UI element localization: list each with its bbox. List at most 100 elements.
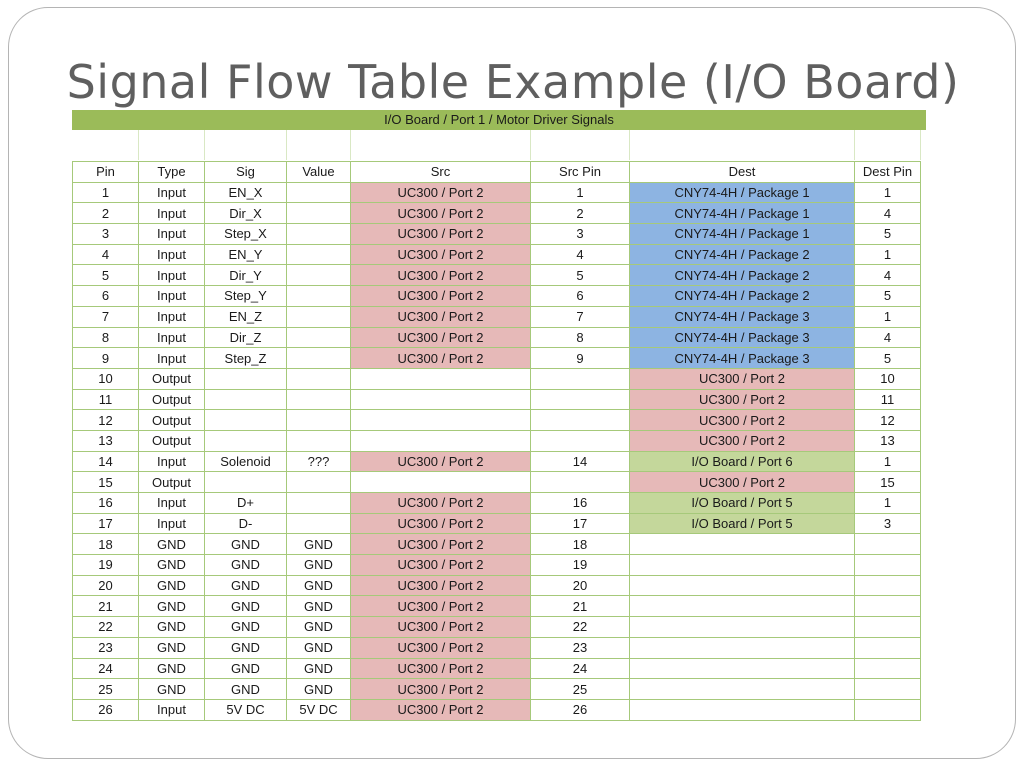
cell-type: Input <box>138 285 205 307</box>
cell-pin: 25 <box>72 678 139 700</box>
cell-pin: 10 <box>72 367 139 390</box>
cell-src: UC300 / Port 2 <box>350 595 531 618</box>
cell-value <box>286 305 351 328</box>
cell-type: Input <box>138 305 205 328</box>
cell-value: GND <box>286 616 351 638</box>
cell-pin: 17 <box>72 512 139 535</box>
cell-src-pin: 26 <box>530 698 630 721</box>
cell-src: UC300 / Port 2 <box>350 512 531 535</box>
header-value: Value <box>286 161 351 183</box>
cell-value <box>286 367 351 390</box>
cell-value: GND <box>286 533 351 556</box>
cell-dest-pin <box>854 657 921 680</box>
cell-src-pin: 6 <box>530 285 630 307</box>
cell-type: GND <box>138 657 205 680</box>
cell-value <box>286 471 351 493</box>
cell-pin: 24 <box>72 657 139 680</box>
cell-src: UC300 / Port 2 <box>350 533 531 556</box>
cell-pin: 12 <box>72 409 139 431</box>
cell-pin: 7 <box>72 305 139 328</box>
cell-sig: Step_Z <box>204 347 287 369</box>
cell-src: UC300 / Port 2 <box>350 678 531 700</box>
cell-pin: 11 <box>72 388 139 411</box>
cell-src-pin: 2 <box>530 202 630 225</box>
cell-src-pin: 19 <box>530 554 630 576</box>
cell-dest: UC300 / Port 2 <box>629 471 855 493</box>
slide-title: Signal Flow Table Example (I/O Board) <box>66 55 960 109</box>
cell-dest: CNY74-4H / Package 1 <box>629 202 855 225</box>
cell-value <box>286 202 351 225</box>
cell-src-pin <box>530 367 630 390</box>
cell-pin: 18 <box>72 533 139 556</box>
cell-pin: 15 <box>72 471 139 493</box>
cell-src-pin: 1 <box>530 181 630 204</box>
cell-src: UC300 / Port 2 <box>350 181 531 204</box>
cell-src: UC300 / Port 2 <box>350 223 531 245</box>
cell-dest: CNY74-4H / Package 3 <box>629 305 855 328</box>
cell-sig <box>204 388 287 411</box>
cell-value <box>286 409 351 431</box>
cell-pin: 16 <box>72 492 139 514</box>
cell-dest-pin <box>854 698 921 721</box>
header-row: Pin Type Sig Value Src Src Pin Dest Dest… <box>72 161 921 183</box>
cell-value <box>286 243 351 266</box>
cell-pin: 3 <box>72 223 139 245</box>
cell-pin: 6 <box>72 285 139 307</box>
cell-dest: CNY74-4H / Package 3 <box>629 347 855 369</box>
cell-src-pin <box>530 471 630 493</box>
cell-dest-pin: 10 <box>854 367 921 390</box>
cell-sig: GND <box>204 554 287 576</box>
cell-pin: 20 <box>72 574 139 597</box>
cell-sig: GND <box>204 595 287 618</box>
cell-type: Input <box>138 450 205 473</box>
cell-type: Output <box>138 429 205 452</box>
cell-type: GND <box>138 574 205 597</box>
cell-dest: I/O Board / Port 5 <box>629 512 855 535</box>
cell-dest-pin: 12 <box>854 409 921 431</box>
cell-dest-pin: 15 <box>854 471 921 493</box>
cell-type: Input <box>138 243 205 266</box>
cell-src-pin: 7 <box>530 305 630 328</box>
cell-pin: 1 <box>72 181 139 204</box>
header-src: Src <box>350 161 531 183</box>
cell-dest-pin: 1 <box>854 181 921 204</box>
cell-type: Input <box>138 202 205 225</box>
cell-src-pin: 3 <box>530 223 630 245</box>
cell-value <box>286 429 351 452</box>
header-dest: Dest <box>629 161 855 183</box>
cell-src-pin <box>530 409 630 431</box>
cell-dest-pin: 4 <box>854 326 921 349</box>
cell-sig: GND <box>204 616 287 638</box>
cell-dest: CNY74-4H / Package 2 <box>629 285 855 307</box>
cell-dest: CNY74-4H / Package 1 <box>629 181 855 204</box>
cell-pin: 13 <box>72 429 139 452</box>
cell-type: Input <box>138 264 205 287</box>
cell-dest: UC300 / Port 2 <box>629 409 855 431</box>
signal-flow-table: Pin Type Sig Value Src Src Pin Dest Dest… <box>72 161 921 721</box>
cell-pin: 19 <box>72 554 139 576</box>
cell-type: Input <box>138 181 205 204</box>
cell-value: GND <box>286 657 351 680</box>
cell-value: GND <box>286 554 351 576</box>
cell-src-pin: 25 <box>530 678 630 700</box>
cell-dest-pin: 4 <box>854 264 921 287</box>
cell-dest <box>629 574 855 597</box>
cell-dest-pin <box>854 533 921 556</box>
cell-src: UC300 / Port 2 <box>350 450 531 473</box>
cell-value: GND <box>286 636 351 659</box>
cell-type: GND <box>138 595 205 618</box>
